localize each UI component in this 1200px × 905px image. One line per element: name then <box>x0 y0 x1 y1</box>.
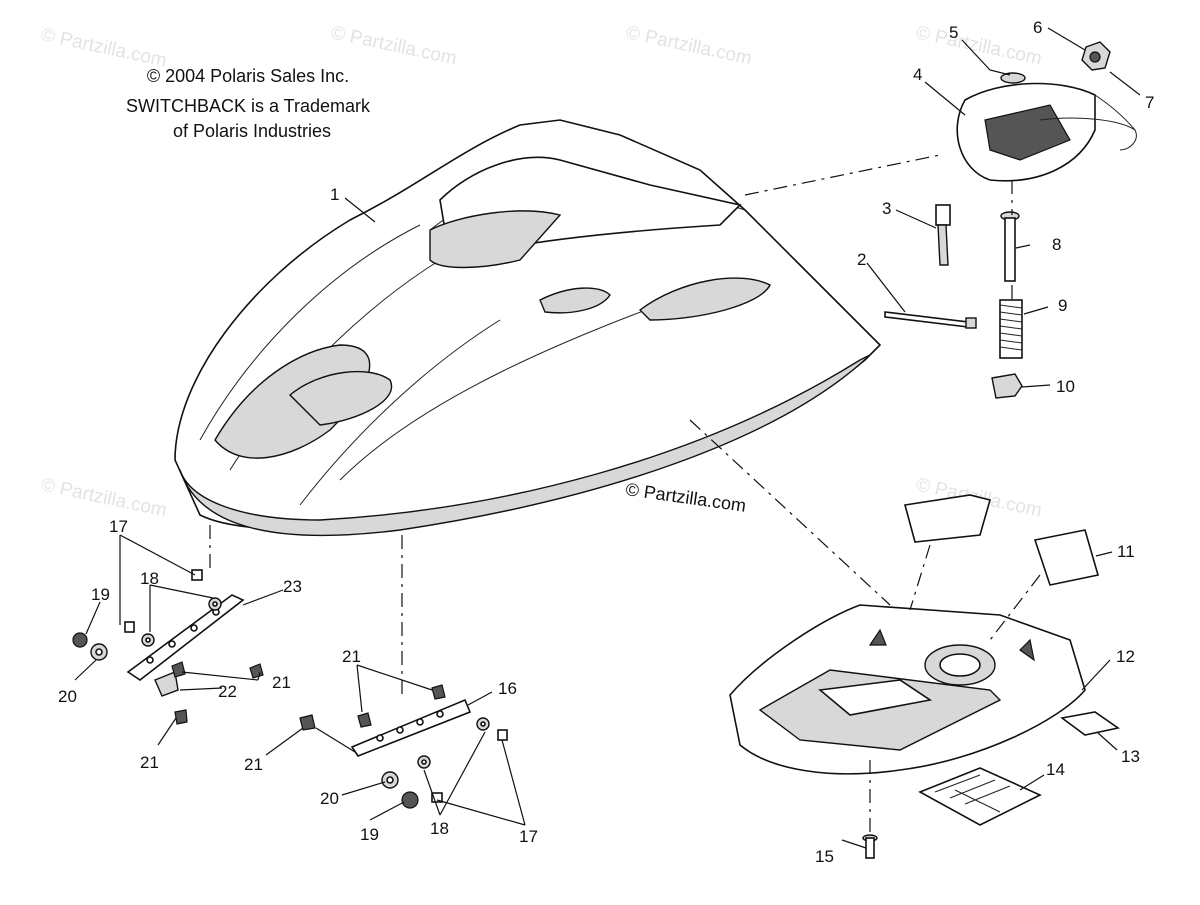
label-14: 14 <box>1046 760 1065 779</box>
watermark: © Partzilla.com <box>914 22 1044 69</box>
copyright-block: © 2004 Polaris Sales Inc. SWITCHBACK is … <box>126 66 371 141</box>
watermark: © Partzilla.com <box>624 22 754 69</box>
label-17: 17 <box>519 827 538 846</box>
hood-part <box>174 119 882 537</box>
label-5: 5 <box>949 23 958 42</box>
part-number-labels: 1 2 3 4 5 6 7 8 9 10 11 12 13 14 15 16 1… <box>58 18 1154 866</box>
label-9: 9 <box>1058 296 1067 315</box>
trademark-line: SWITCHBACK is a Trademark <box>126 96 371 116</box>
grille-part <box>918 767 1042 826</box>
label-18: 18 <box>140 569 159 588</box>
knob-part <box>991 373 1023 399</box>
label-8: 8 <box>1052 235 1061 254</box>
right-bracket-part <box>350 698 472 757</box>
label-19: 19 <box>91 585 110 604</box>
label-21: 21 <box>140 753 159 772</box>
screw-part <box>862 834 878 859</box>
headlight-part <box>956 41 1137 182</box>
watermark: © Partzilla.com <box>39 24 169 71</box>
label-15: 15 <box>815 847 834 866</box>
label-12: 12 <box>1116 647 1135 666</box>
wire-connector-part <box>935 204 951 266</box>
label-1: 1 <box>330 185 339 204</box>
right-hardware <box>299 684 508 809</box>
pin-part <box>1000 211 1020 282</box>
label-21: 21 <box>272 673 291 692</box>
watermark: © Partzilla.com <box>329 22 459 69</box>
label-13: 13 <box>1121 747 1140 766</box>
label-19: 19 <box>360 825 379 844</box>
label-18: 18 <box>430 819 449 838</box>
foam-block-part <box>903 494 1100 586</box>
long-bolt-part <box>884 311 977 329</box>
watermark: © Partzilla.com <box>39 474 169 521</box>
copyright-line: © 2004 Polaris Sales Inc. <box>147 66 349 86</box>
label-6: 6 <box>1033 18 1042 37</box>
left-bracket-part <box>126 594 245 697</box>
label-2: 2 <box>857 250 866 269</box>
label-21: 21 <box>244 755 263 774</box>
label-3: 3 <box>882 199 891 218</box>
label-17: 17 <box>109 517 128 536</box>
spring-part <box>999 299 1023 359</box>
label-21: 21 <box>342 647 361 666</box>
assembly-lines <box>209 154 1041 835</box>
leader-lines <box>74 27 1141 849</box>
label-11: 11 <box>1117 542 1135 561</box>
label-16: 16 <box>498 679 517 698</box>
label-23: 23 <box>283 577 302 596</box>
label-20: 20 <box>320 789 339 808</box>
label-10: 10 <box>1056 377 1075 396</box>
left-hardware <box>72 569 264 725</box>
trademark-owner-line: of Polaris Industries <box>173 121 331 141</box>
label-4: 4 <box>913 65 922 84</box>
label-22: 22 <box>218 682 237 701</box>
belly-pan-part <box>729 604 1086 775</box>
pad-part <box>1060 711 1120 736</box>
site-mark: © Partzilla.com <box>624 479 747 516</box>
label-20: 20 <box>58 687 77 706</box>
label-7: 7 <box>1145 93 1154 112</box>
